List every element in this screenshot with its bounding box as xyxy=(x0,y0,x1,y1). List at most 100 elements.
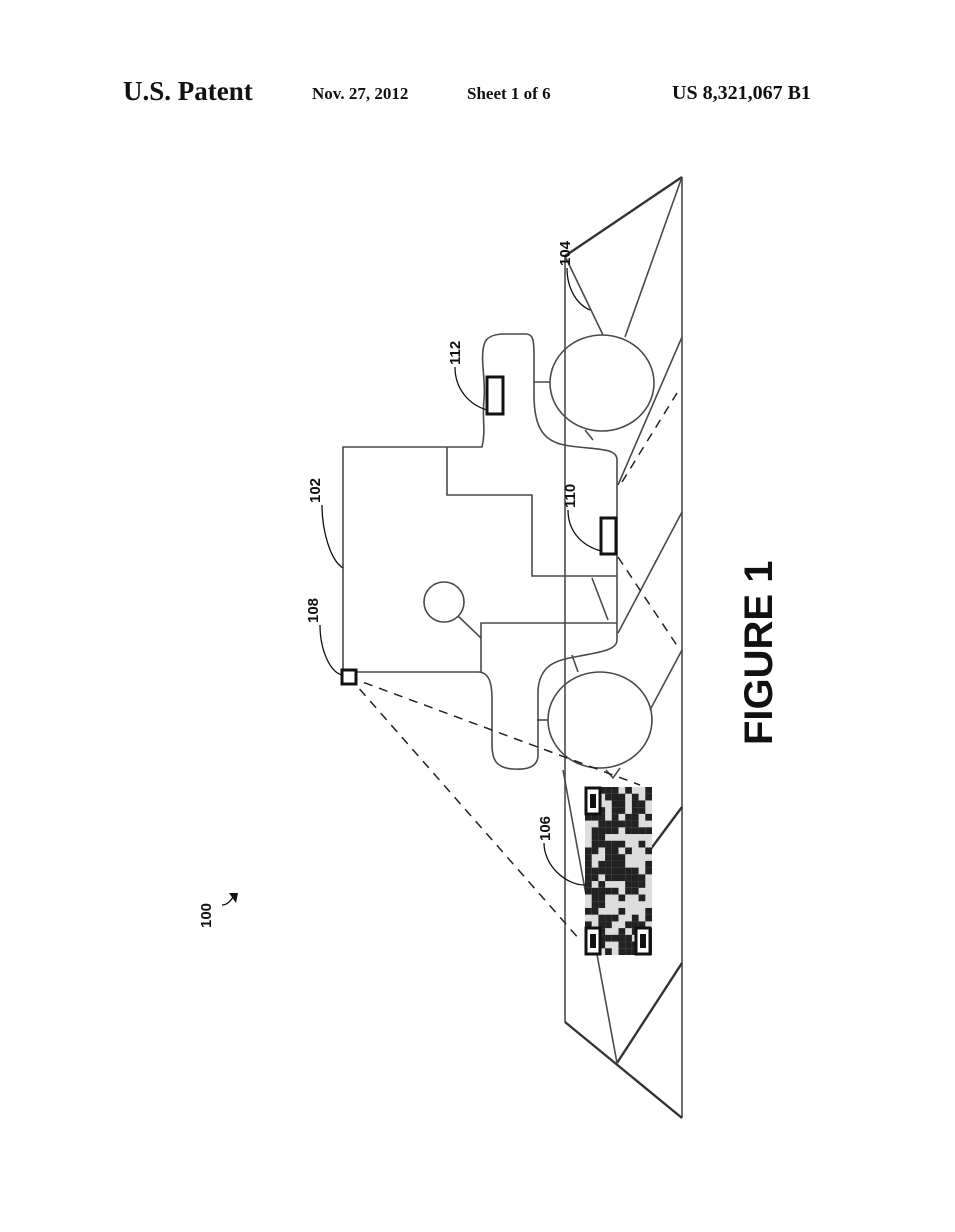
qr-module xyxy=(605,854,612,861)
qr-module xyxy=(638,807,646,814)
qr-finder-center xyxy=(590,934,596,948)
qr-module xyxy=(598,881,606,888)
qr-module xyxy=(631,914,639,922)
ground-surface xyxy=(562,176,684,1119)
sensor-110 xyxy=(599,516,618,556)
qr-module xyxy=(605,914,612,922)
qr-module xyxy=(598,813,606,821)
qr-module xyxy=(625,881,632,888)
qr-module xyxy=(645,827,652,835)
qr-module xyxy=(598,840,606,848)
qr-module xyxy=(631,793,639,801)
qr-module xyxy=(591,901,599,908)
qr-module xyxy=(611,787,619,794)
qr-module xyxy=(585,881,592,888)
qr-module xyxy=(605,948,612,955)
qr-module xyxy=(625,874,632,882)
qr-module xyxy=(591,840,599,848)
qr-module xyxy=(618,948,626,955)
qr-module xyxy=(645,847,652,855)
rear-wheel xyxy=(547,671,653,769)
qr-module xyxy=(598,921,606,929)
qr-module xyxy=(605,887,612,895)
qr-module xyxy=(611,914,619,922)
qr-module xyxy=(618,934,626,942)
qr-module xyxy=(585,874,592,882)
qr-module xyxy=(618,854,626,861)
qr-module xyxy=(611,874,619,882)
qr-module xyxy=(631,827,639,835)
qr-module xyxy=(625,827,632,835)
qr-module xyxy=(605,787,612,794)
label-106: 106 xyxy=(537,816,554,841)
qr-module xyxy=(631,874,639,882)
qr-module xyxy=(618,820,626,828)
qr-module xyxy=(645,793,652,801)
arrow-icon xyxy=(229,893,238,903)
qr-module xyxy=(631,807,639,814)
qr-module xyxy=(618,867,626,875)
qr-module xyxy=(605,793,612,801)
qr-module xyxy=(598,834,606,841)
qr-module xyxy=(598,928,606,935)
qr-module xyxy=(645,860,652,868)
qr-module xyxy=(631,813,639,821)
qr-module xyxy=(638,921,646,929)
vehicle-body xyxy=(342,333,618,771)
qr-module xyxy=(631,887,639,895)
qr-module xyxy=(598,827,606,835)
label-110: 110 xyxy=(562,484,579,508)
qr-module xyxy=(631,921,639,929)
qr-module xyxy=(638,800,646,808)
qr-module xyxy=(585,921,592,929)
qr-module xyxy=(591,847,599,855)
qr-module xyxy=(625,787,632,794)
qr-module xyxy=(638,881,646,888)
qr-module xyxy=(598,934,606,942)
qr-module xyxy=(611,840,619,848)
sensor-112 xyxy=(485,375,505,416)
qr-module xyxy=(631,867,639,875)
qr-module xyxy=(585,813,592,821)
qr-module xyxy=(605,874,612,882)
qr-module xyxy=(645,907,652,915)
qr-module xyxy=(631,800,639,808)
qr-module xyxy=(591,834,599,841)
qr-module xyxy=(638,827,646,835)
qr-module xyxy=(611,847,619,855)
qr-module xyxy=(611,793,619,801)
qr-module xyxy=(585,847,592,855)
qr-module xyxy=(585,867,592,875)
label-104: 104 xyxy=(557,240,574,266)
qr-module xyxy=(611,813,619,821)
qr-module xyxy=(618,860,626,868)
qr-module xyxy=(591,887,599,895)
qr-module xyxy=(598,867,606,875)
qr-module xyxy=(611,854,619,861)
qr-module xyxy=(638,840,646,848)
qr-module xyxy=(598,894,606,902)
qr-module xyxy=(598,941,606,949)
qr-module xyxy=(618,800,626,808)
qr-module xyxy=(611,800,619,808)
qr-module xyxy=(625,887,632,895)
qr-code xyxy=(584,786,652,956)
qr-module xyxy=(625,948,632,955)
sheet-number: Sheet 1 of 6 xyxy=(467,84,551,103)
figure-title: FIGURE 1 xyxy=(737,561,781,745)
qr-module xyxy=(591,813,599,821)
patent-number: US 8,321,067 B1 xyxy=(672,82,811,104)
qr-module xyxy=(605,934,612,942)
qr-module xyxy=(618,907,626,915)
qr-module xyxy=(638,874,646,882)
qr-module xyxy=(625,921,632,929)
qr-module xyxy=(618,840,626,848)
qr-module xyxy=(598,914,606,922)
qr-module xyxy=(618,894,626,902)
qr-module xyxy=(645,813,652,821)
front-wheel xyxy=(549,334,655,432)
qr-module xyxy=(645,787,652,794)
qr-module xyxy=(618,928,626,935)
qr-module xyxy=(618,941,626,949)
qr-module xyxy=(631,881,639,888)
